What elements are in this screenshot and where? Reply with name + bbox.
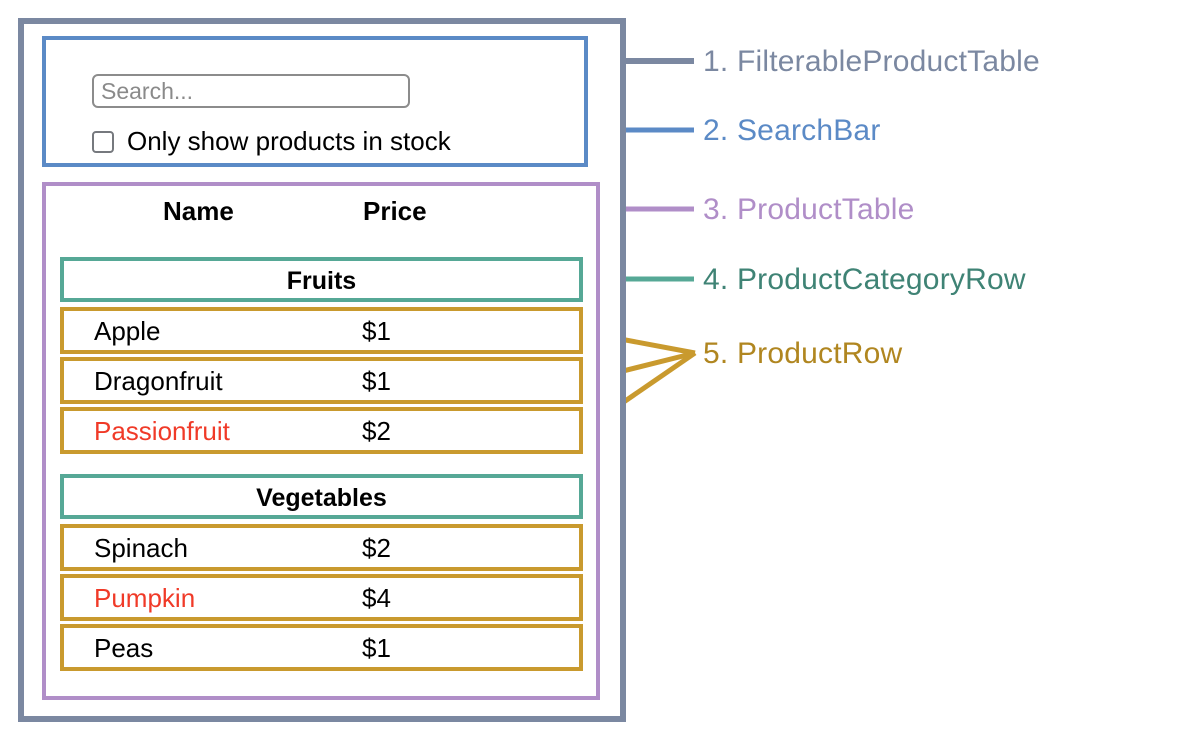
- product-price: $1: [362, 633, 391, 663]
- legend-number: 3.: [703, 193, 729, 226]
- product-row: Pumpkin $4: [60, 574, 583, 621]
- product-category-label: Fruits: [286, 267, 357, 295]
- legend-number: 5.: [703, 337, 729, 370]
- legend-name: FilterableProductTable: [736, 45, 1040, 78]
- legend-item-filterableproducttable: 1. FilterableProductTable: [703, 45, 1040, 79]
- in-stock-checkbox-row[interactable]: Only show products in stock: [92, 126, 451, 157]
- column-header-price: Price: [363, 196, 427, 226]
- table-header-row: Name Price: [60, 196, 583, 238]
- product-name: Spinach: [94, 533, 188, 563]
- product-price: $1: [362, 316, 391, 346]
- product-price: $2: [362, 533, 391, 563]
- legend-name: ProductRow: [736, 337, 903, 370]
- legend-number: 1.: [703, 45, 729, 78]
- legend-item-producttable: 3. ProductTable: [703, 193, 914, 227]
- legend-number: 4.: [703, 263, 729, 296]
- legend-name: ProductTable: [736, 193, 915, 226]
- product-row: Passionfruit $2: [60, 407, 583, 454]
- product-name: Apple: [94, 316, 161, 346]
- product-row: Dragonfruit $1: [60, 357, 583, 404]
- legend-number: 2.: [703, 114, 729, 147]
- product-name: Peas: [94, 633, 154, 663]
- legend-name: SearchBar: [736, 114, 881, 147]
- product-row: Apple $1: [60, 307, 583, 354]
- product-name: Passionfruit: [94, 416, 230, 446]
- product-category-row: Fruits: [60, 257, 583, 302]
- product-price: $2: [362, 416, 391, 446]
- in-stock-checkbox[interactable]: [92, 130, 114, 153]
- column-header-name: Name: [163, 196, 234, 226]
- in-stock-checkbox-label: Only show products in stock: [127, 126, 451, 156]
- product-price: $1: [362, 366, 391, 396]
- legend-item-productcategoryrow: 4. ProductCategoryRow: [703, 263, 1026, 297]
- product-row: Peas $1: [60, 624, 583, 671]
- product-category-row: Vegetables: [60, 474, 583, 519]
- search-input[interactable]: Search...: [92, 74, 410, 108]
- legend-item-searchbar: 2. SearchBar: [703, 114, 881, 148]
- legend-name: ProductCategoryRow: [736, 263, 1026, 296]
- product-name: Pumpkin: [94, 583, 196, 613]
- product-price: $4: [362, 583, 391, 613]
- legend-item-productrow: 5. ProductRow: [703, 337, 902, 371]
- product-name: Dragonfruit: [94, 366, 223, 396]
- product-category-label: Vegetables: [256, 484, 387, 512]
- product-row: Spinach $2: [60, 524, 583, 571]
